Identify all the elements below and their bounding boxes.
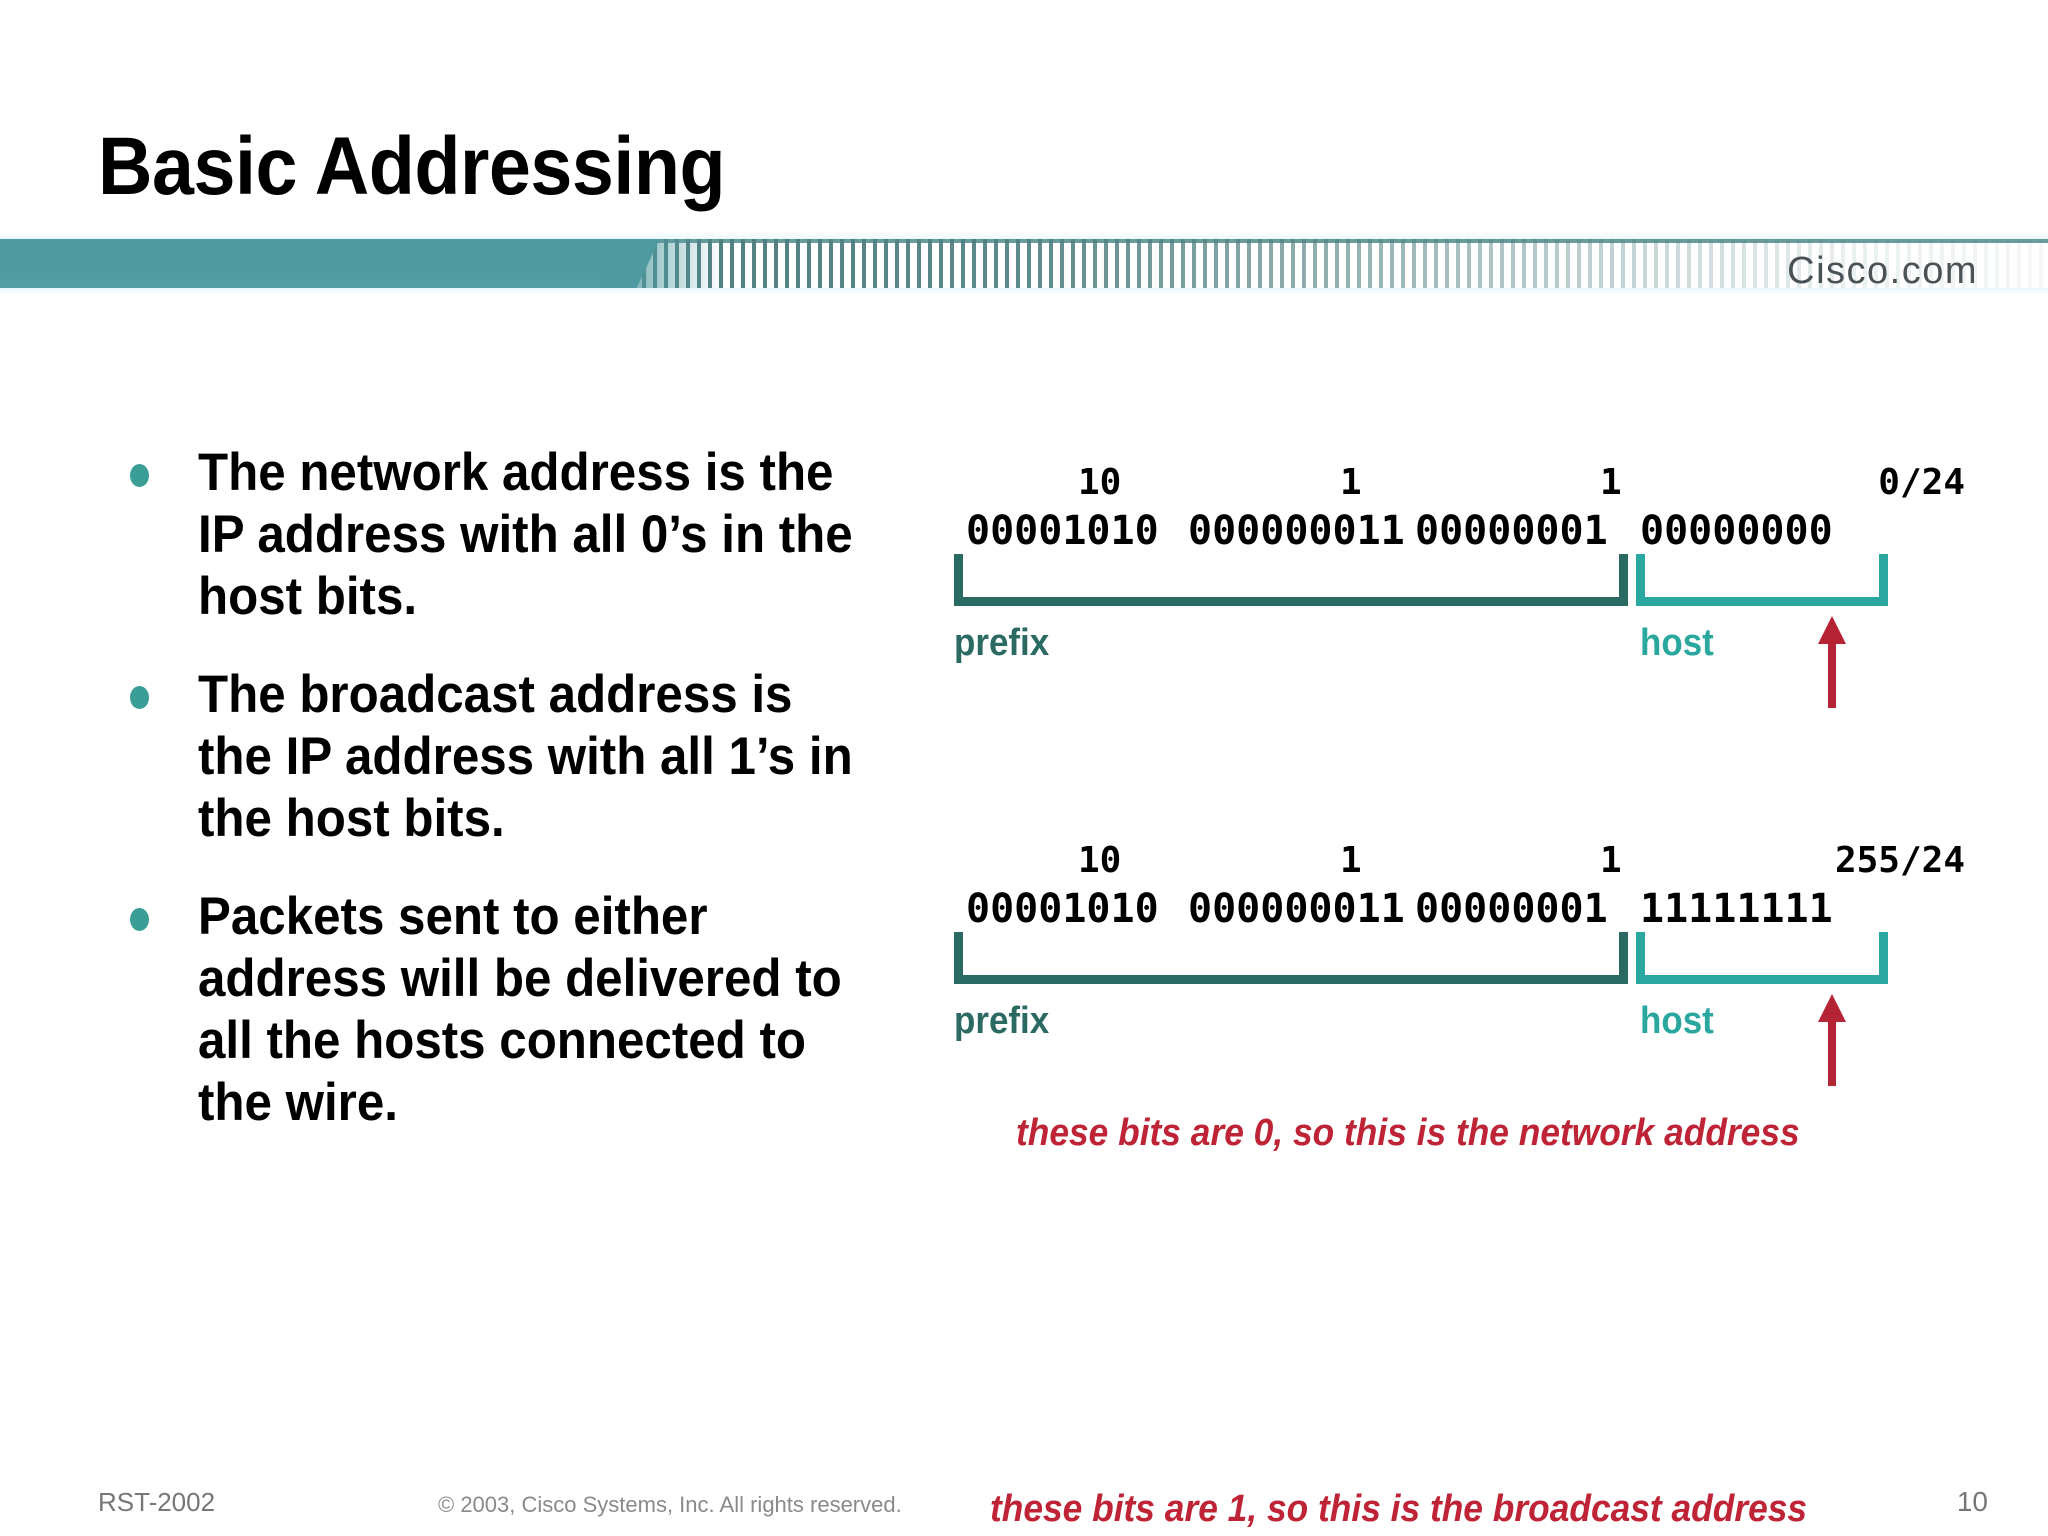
binary-octet-3: 00000001 — [1415, 508, 1608, 554]
host-brace — [1636, 932, 1888, 984]
prefix-label: prefix — [954, 1000, 1050, 1042]
page-title: Basic Addressing — [98, 121, 726, 212]
decimal-octet-3: 1 — [1600, 840, 1622, 881]
decimal-octet-3: 1 — [1600, 462, 1622, 503]
arrow-shaft — [1828, 1016, 1836, 1086]
prefix-brace — [954, 932, 1628, 984]
prefix-brace — [954, 554, 1628, 606]
decimal-octet-row: 10 1 1 255/24 — [950, 840, 2000, 884]
binary-octet-1: 00001010 — [966, 508, 1159, 554]
host-label: host — [1640, 622, 1714, 664]
binary-octet-2: 000000011 — [1188, 886, 1405, 932]
binary-octet-3: 00000001 — [1415, 886, 1608, 932]
decimal-octet-4: 255/24 — [1834, 840, 1965, 881]
bullet-dot-icon — [130, 908, 149, 931]
network-address-diagram: 10 1 1 0/24 00001010 000000011 00000001 … — [950, 462, 2000, 708]
up-arrow-icon — [1810, 616, 1856, 708]
decimal-octet-4: 0/24 — [1878, 462, 1965, 503]
bullet-text: The network address is the IP address wi… — [198, 443, 853, 626]
brace-row — [950, 932, 2000, 994]
banner-fade — [600, 239, 720, 288]
list-item: The broadcast address is the IP address … — [120, 664, 910, 850]
bullet-list: The network address is the IP address wi… — [120, 442, 910, 1170]
banner-top-glow — [0, 232, 2048, 239]
footer-course-code: RST-2002 — [98, 1487, 216, 1517]
decimal-octet-1: 10 — [1078, 840, 1122, 881]
binary-octet-row: 00001010 000000011 00000001 11111111 — [950, 886, 2000, 938]
binary-octet-row: 00001010 000000011 00000001 00000000 — [950, 508, 2000, 560]
prefix-label: prefix — [954, 622, 1050, 664]
footer-page-number: 10 — [1956, 1486, 1988, 1517]
brace-row — [950, 554, 2000, 616]
binary-octet-1: 00001010 — [966, 886, 1159, 932]
footer-copyright: © 2003, Cisco Systems, Inc. All rights r… — [438, 1492, 902, 1517]
host-label: host — [1640, 1000, 1714, 1042]
header-banner — [0, 239, 2048, 288]
banner-bottom-glow — [0, 288, 2048, 295]
binary-octet-4: 00000000 — [1640, 508, 1833, 554]
decimal-octet-row: 10 1 1 0/24 — [950, 462, 2000, 506]
up-arrow-icon — [1810, 994, 1856, 1086]
cisco-brand-logo: Cisco.com — [1787, 250, 1978, 292]
host-brace — [1636, 554, 1888, 606]
decimal-octet-2: 1 — [1340, 462, 1362, 503]
bullet-text: Packets sent to either address will be d… — [198, 887, 842, 1132]
segment-label-row: prefix host — [950, 616, 2000, 708]
broadcast-address-caption: these bits are 1, so this is the broadca… — [990, 1488, 1808, 1530]
list-item: Packets sent to either address will be d… — [120, 886, 910, 1134]
list-item: The network address is the IP address wi… — [120, 442, 910, 628]
arrow-shaft — [1828, 638, 1836, 708]
banner-solid-block — [0, 239, 620, 288]
network-address-caption: these bits are 0, so this is the network… — [1016, 1112, 1800, 1154]
binary-octet-2: 000000011 — [1188, 508, 1405, 554]
bullet-dot-icon — [130, 686, 149, 709]
decimal-octet-2: 1 — [1340, 840, 1362, 881]
bullet-dot-icon — [130, 464, 149, 487]
banner-stripe-pattern — [620, 239, 2048, 288]
decimal-octet-1: 10 — [1078, 462, 1122, 503]
segment-label-row: prefix host — [950, 994, 2000, 1086]
binary-octet-4: 11111111 — [1640, 886, 1833, 932]
broadcast-address-diagram: 10 1 1 255/24 00001010 000000011 0000000… — [950, 840, 2000, 1086]
bullet-text: The broadcast address is the IP address … — [198, 665, 853, 848]
